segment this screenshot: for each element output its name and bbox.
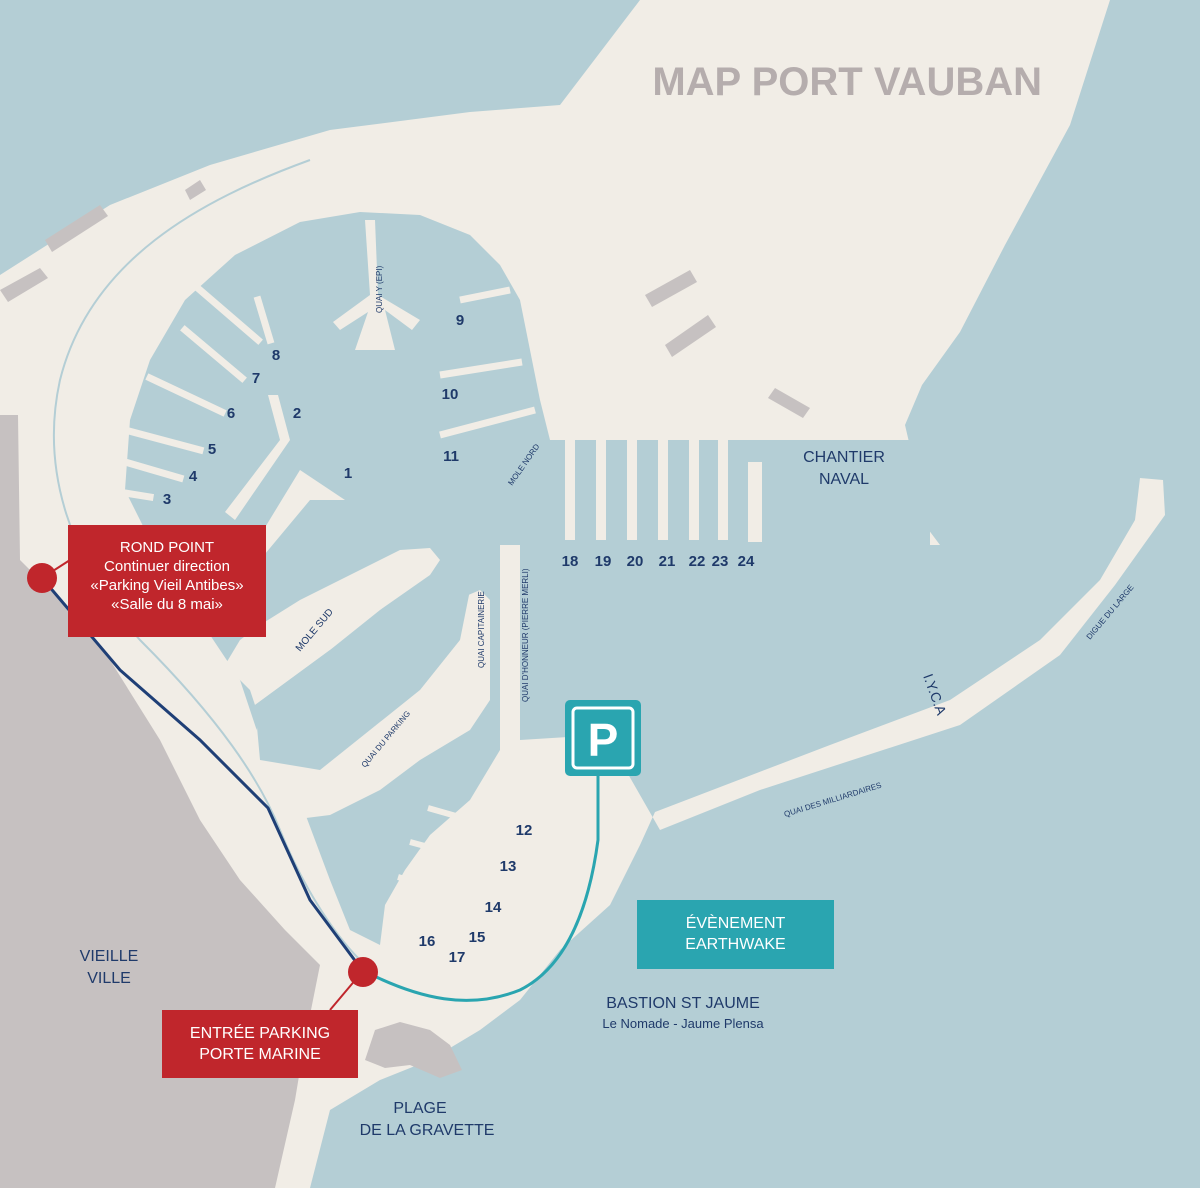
bastion-title: BASTION ST JAUME — [606, 995, 760, 1012]
parking-icon[interactable] — [565, 700, 641, 776]
pier-1 — [250, 470, 345, 560]
berth-2: 2 — [293, 405, 301, 422]
central-pier — [225, 548, 440, 705]
jetty-a — [645, 270, 697, 307]
south-pontoons — [384, 805, 506, 991]
berth-5: 5 — [208, 441, 216, 458]
label-quai-honneur: QUAI D'HONNEUR (PIERRE MERLI) — [521, 568, 530, 702]
berth-16: 16 — [419, 933, 436, 950]
breakwater-3 — [185, 180, 206, 200]
quai-y-epi — [333, 220, 420, 350]
vieille-line1: VIEILLE — [80, 948, 139, 965]
berth-4: 4 — [189, 468, 198, 485]
berth-8: 8 — [272, 347, 280, 364]
east-pontoons — [439, 286, 536, 439]
parking-letter: P — [588, 714, 619, 766]
rond-point-callout: ROND POINT Continuer direction «Parking … — [68, 525, 266, 637]
gravette-rocks — [365, 1022, 462, 1078]
berth-1: 1 — [344, 465, 352, 482]
berth-7: 7 — [252, 370, 260, 387]
berth-11: 11 — [443, 448, 459, 465]
vieille-line2: VILLE — [87, 970, 131, 987]
berth-14: 14 — [485, 899, 502, 916]
vieille-ville-area — [0, 415, 320, 1188]
berth-13: 13 — [500, 858, 517, 875]
berth-17: 17 — [449, 949, 466, 966]
rond-point-marker-icon[interactable] — [27, 563, 57, 593]
rond-point-line4: «Salle du 8 mai» — [111, 596, 223, 613]
berth-23: 23 — [712, 553, 729, 570]
plage-line2: DE LA GRAVETTE — [360, 1122, 495, 1139]
plage-line1: PLAGE — [393, 1100, 446, 1117]
parking-sign[interactable]: P — [565, 700, 641, 776]
place-labels: CHANTIER NAVAL VIEILLE VILLE BASTION ST … — [80, 449, 885, 1139]
breakwater-1 — [0, 268, 48, 302]
berth-numbers: 1 2 3 4 5 6 7 8 9 10 11 12 13 14 15 16 1… — [163, 312, 755, 966]
jetty-b — [665, 315, 716, 357]
chantier-line2: NAVAL — [819, 471, 869, 488]
pontoons — [565, 440, 762, 542]
entree-parking-line2: PORTE MARINE — [199, 1046, 321, 1063]
entree-parking-callout: ENTRÉE PARKING PORTE MARINE — [162, 1010, 358, 1078]
bastion-sub: Le Nomade - Jaume Plensa — [602, 1016, 764, 1031]
berth-24: 24 — [738, 553, 755, 570]
berth-12: 12 — [516, 822, 533, 839]
map-title: MAP PORT VAUBAN — [652, 60, 1042, 104]
berth-18: 18 — [562, 553, 579, 570]
berth-20: 20 — [627, 553, 644, 570]
berth-10: 10 — [442, 386, 459, 403]
berth-3: 3 — [163, 491, 171, 508]
berth-22: 22 — [689, 553, 706, 570]
route-blue — [40, 577, 364, 971]
entree-parking-line1: ENTRÉE PARKING — [189, 1025, 331, 1042]
label-quai-y: QUAI Y (EPI) — [375, 265, 384, 313]
shipyard-slips — [845, 515, 898, 545]
berth-15: 15 — [469, 929, 486, 946]
evenement-line1: ÉVÈNEMENT — [685, 915, 786, 932]
north-pontoons — [120, 285, 275, 502]
rond-point-title: ROND POINT — [119, 539, 215, 556]
berth-19: 19 — [595, 553, 612, 570]
berth-9: 9 — [456, 312, 464, 329]
route-teal — [361, 772, 600, 1002]
rond-point-line3: «Parking Vieil Antibes» — [90, 577, 244, 594]
basin-south-water — [255, 590, 470, 770]
evenement-line2: EARTHWAKE — [685, 936, 786, 953]
berth-21: 21 — [659, 553, 676, 570]
evenement-callout: ÉVÈNEMENT EARTHWAKE — [637, 900, 834, 969]
berth-6: 6 — [227, 405, 235, 422]
pier-2 — [225, 395, 290, 520]
breakwater-2 — [45, 205, 108, 252]
label-quai-capitainerie: QUAI CAPITAINERIE — [477, 591, 486, 668]
jetty-c — [768, 388, 810, 418]
chantier-line1: CHANTIER — [803, 449, 885, 466]
entree-parking-marker-icon[interactable] — [348, 957, 378, 987]
rond-point-line2: Continuer direction — [104, 558, 230, 575]
